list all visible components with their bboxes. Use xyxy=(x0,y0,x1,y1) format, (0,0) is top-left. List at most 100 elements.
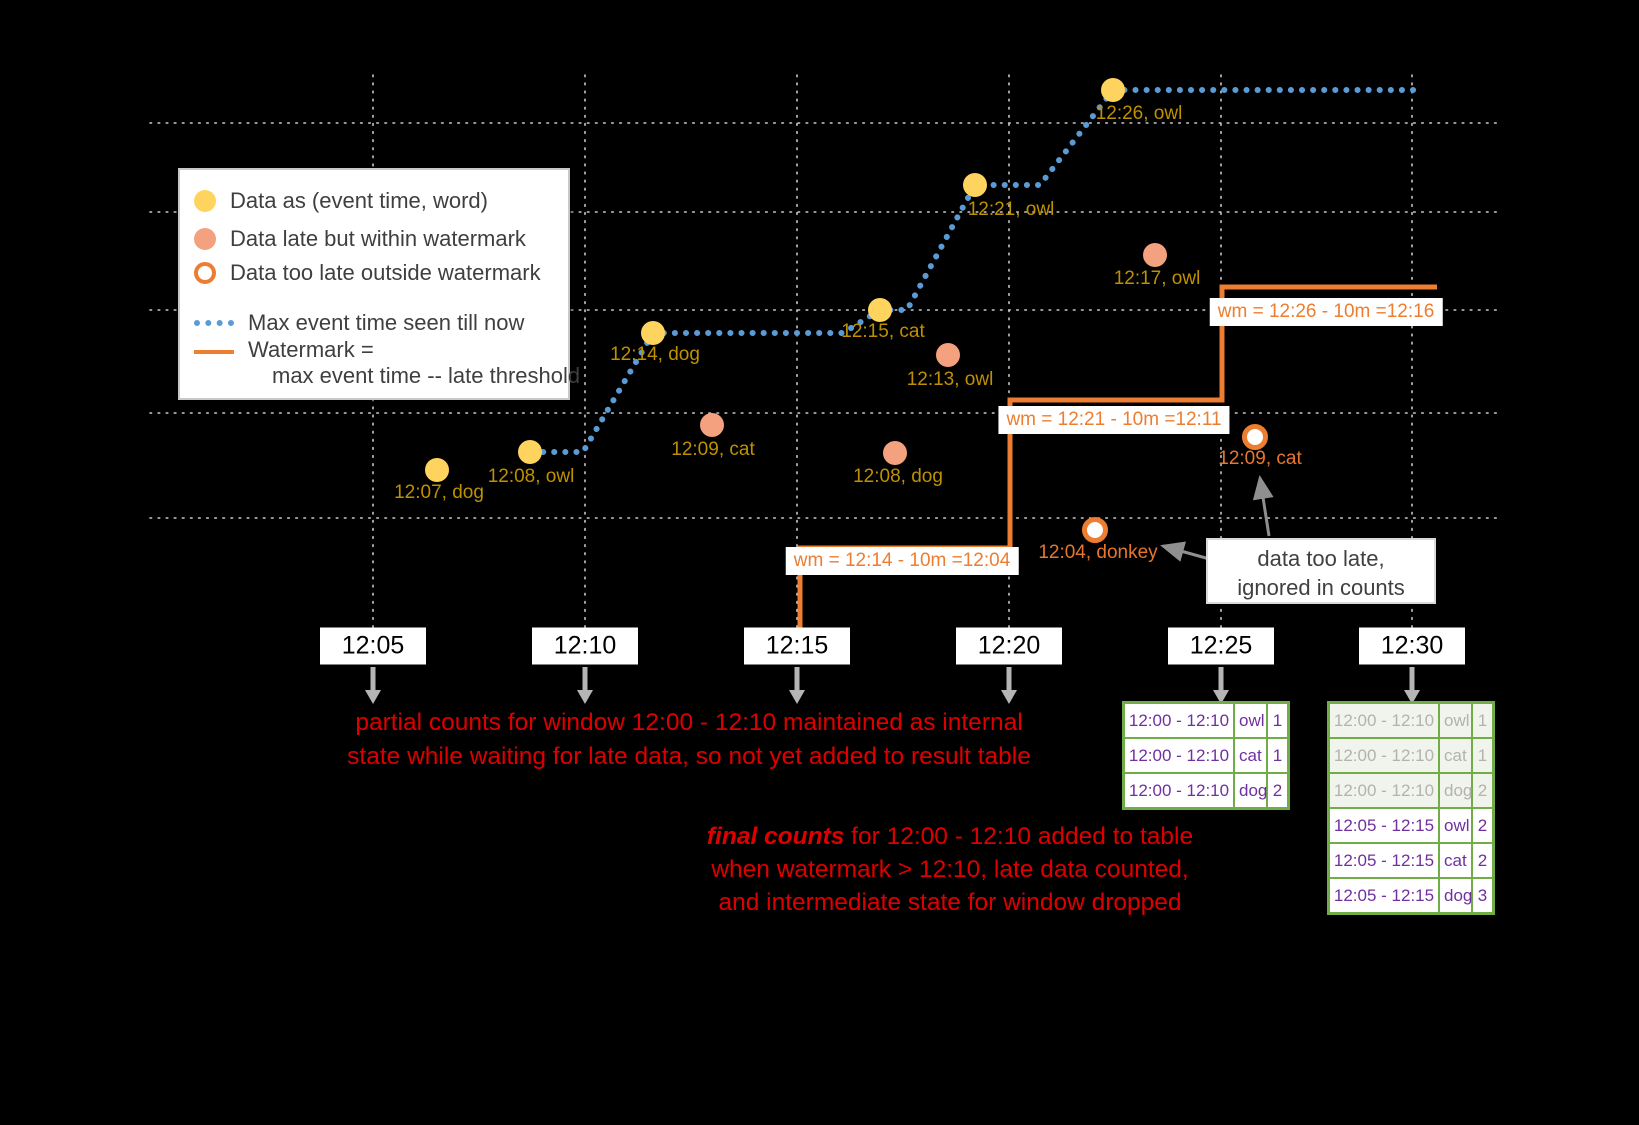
data-point-label: 12:07, dog xyxy=(394,482,484,503)
result-cell-word: owl xyxy=(1235,704,1268,737)
tick-arrows xyxy=(365,667,1420,704)
result-cell-count: 2 xyxy=(1473,809,1492,842)
legend-label: Watermark = max event time -- late thres… xyxy=(248,337,580,389)
result-cell-count: 1 xyxy=(1268,704,1287,737)
data-point-on-time xyxy=(641,321,665,345)
data-point-late xyxy=(883,441,907,465)
data-point-label: 12:15, cat xyxy=(841,321,925,342)
data-point-on-time xyxy=(1101,78,1125,102)
result-cell-window: 12:00 - 12:10 xyxy=(1330,739,1440,772)
data-point-on-time xyxy=(425,458,449,482)
legend-watermark-line1: Watermark = xyxy=(248,337,374,362)
data-point-label: 12:14, dog xyxy=(610,344,700,365)
too-late-note-line2: ignored in counts xyxy=(1237,575,1405,600)
axis-tick-12-15: 12:15 xyxy=(744,627,850,665)
data-point-label: 12:17, owl xyxy=(1113,268,1201,289)
result-cell-window: 12:00 - 12:10 xyxy=(1330,774,1440,807)
legend-item-max-event-time: Max event time seen till now xyxy=(194,306,524,340)
result-cell-count: 1 xyxy=(1268,739,1287,772)
final-counts-line1-rest: for 12:00 - 12:10 added to table xyxy=(844,823,1194,850)
result-cell-count: 2 xyxy=(1268,774,1287,807)
result-cell-count: 1 xyxy=(1473,704,1492,737)
legend-item-too-late: Data too late outside watermark xyxy=(194,256,541,290)
watermark-line xyxy=(797,284,1437,660)
data-point-too-late xyxy=(1242,424,1268,450)
legend-watermark-line2: max event time -- late threshold xyxy=(272,363,581,388)
axis-tick-12-25: 12:25 xyxy=(1168,627,1274,665)
result-cell-word: owl xyxy=(1440,704,1473,737)
data-point-label: 12:08, owl xyxy=(487,466,575,487)
too-late-note: data too late, ignored in counts xyxy=(1206,538,1436,604)
data-point-label: 12:21, owl xyxy=(967,199,1055,220)
result-cell-window: 12:05 - 12:15 xyxy=(1330,844,1440,877)
watermark-value-label: wm = 12:26 - 10m =12:16 xyxy=(1209,298,1443,326)
partial-counts-line2: state while waiting for late data, so no… xyxy=(347,743,1031,770)
legend-label: Data too late outside watermark xyxy=(230,260,541,285)
legend-label: Data late but within watermark xyxy=(230,226,526,251)
data-point-label: 12:13, owl xyxy=(906,369,994,390)
data-point-label: 12:09, cat xyxy=(671,439,755,460)
max-event-time-line-icon xyxy=(194,320,234,326)
result-cell-count: 1 xyxy=(1473,739,1492,772)
data-point-late xyxy=(936,343,960,367)
too-late-note-line1: data too late, xyxy=(1257,546,1385,571)
legend-item-on-time: Data as (event time, word) xyxy=(194,184,488,218)
watermark-value-label: wm = 12:21 - 10m =12:11 xyxy=(998,406,1230,434)
data-point-label: 12:08, dog xyxy=(853,466,943,487)
late-dot-icon xyxy=(194,228,216,250)
axis-tick-12-10: 12:10 xyxy=(532,627,638,665)
max-event-time-line xyxy=(529,87,1423,455)
legend-item-watermark: Watermark = max event time -- late thres… xyxy=(194,337,580,388)
legend-label: Max event time seen till now xyxy=(248,310,525,335)
partial-counts-line1: partial counts for window 12:00 - 12:10 … xyxy=(355,709,1023,736)
watermark-value-label: wm = 12:14 - 10m =12:04 xyxy=(785,547,1019,575)
axis-tick-12-30: 12:30 xyxy=(1359,627,1465,665)
axis-tick-12-20: 12:20 xyxy=(956,627,1062,665)
result-cell-count: 2 xyxy=(1473,774,1492,807)
result-cell-window: 12:00 - 12:10 xyxy=(1125,774,1235,807)
data-point-label: 12:09, cat xyxy=(1218,448,1302,469)
result-cell-word: cat xyxy=(1440,739,1473,772)
result-cell-word: dog xyxy=(1440,774,1473,807)
result-cell-word: cat xyxy=(1440,844,1473,877)
result-cell-window: 12:00 - 12:10 xyxy=(1330,704,1440,737)
axis-tick-12-05: 12:05 xyxy=(320,627,426,665)
legend: Data as (event time, word) Data late but… xyxy=(178,168,580,400)
final-counts-lead: final counts xyxy=(706,823,845,850)
result-cell-word: dog xyxy=(1235,774,1268,807)
final-counts-line2: when watermark > 12:10, late data counte… xyxy=(711,856,1189,883)
data-point-on-time xyxy=(868,298,892,322)
final-counts-annotation: final counts for 12:00 - 12:10 added to … xyxy=(698,820,1202,919)
final-counts-line3: and intermediate state for window droppe… xyxy=(718,889,1182,916)
data-point-late xyxy=(1143,243,1167,267)
result-cell-window: 12:05 - 12:15 xyxy=(1330,809,1440,842)
too-late-ring-icon xyxy=(194,262,216,284)
result-cell-count: 3 xyxy=(1473,879,1492,912)
result-cell-word: dog xyxy=(1440,879,1473,912)
result-cell-window: 12:00 - 12:10 xyxy=(1125,704,1235,737)
legend-label: Data as (event time, word) xyxy=(230,188,488,213)
data-point-label: 12:04, donkey xyxy=(1038,542,1158,563)
result-cell-window: 12:00 - 12:10 xyxy=(1125,739,1235,772)
data-point-late xyxy=(700,413,724,437)
data-point-too-late xyxy=(1082,517,1108,543)
final-counts-line1: final counts for 12:00 - 12:10 added to … xyxy=(698,820,1202,853)
on-time-dot-icon xyxy=(194,190,216,212)
watermark-line-icon xyxy=(194,350,234,354)
result-cell-word: cat xyxy=(1235,739,1268,772)
data-point-label: 12:26, owl xyxy=(1095,103,1183,124)
partial-counts-annotation: partial counts for window 12:00 - 12:10 … xyxy=(308,706,1070,774)
legend-item-late: Data late but within watermark xyxy=(194,222,526,256)
data-point-on-time xyxy=(518,440,542,464)
